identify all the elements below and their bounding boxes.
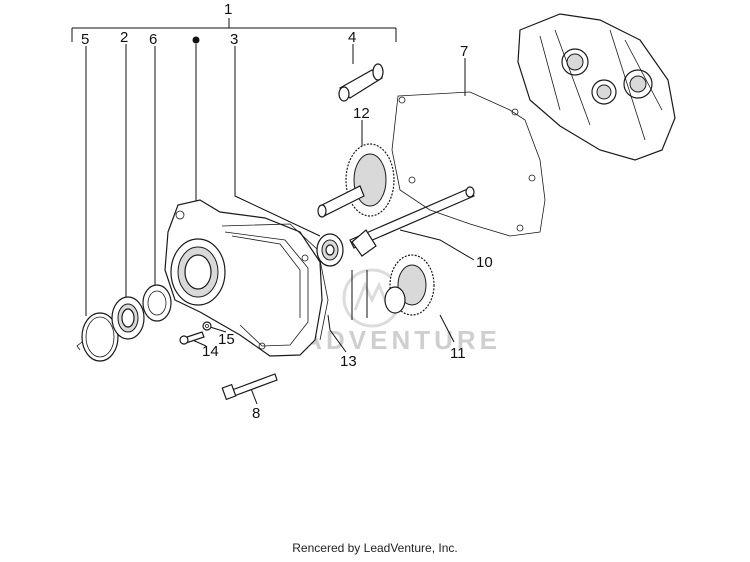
callout-3[interactable]: 3 — [230, 31, 238, 48]
callout-10[interactable]: 10 — [476, 254, 493, 271]
transmission-cover[interactable] — [164, 199, 323, 357]
callout-8[interactable]: 8 — [252, 405, 260, 422]
callout-13[interactable]: 13 — [340, 353, 357, 370]
pin-part-4[interactable] — [338, 63, 384, 102]
footer-credit: Rencered by LeadVenture, Inc. — [292, 541, 458, 555]
bolt-part-14[interactable] — [179, 331, 205, 345]
callout-2[interactable]: 2 — [120, 29, 128, 46]
bolt-part-8[interactable] — [221, 373, 278, 401]
bearing-part-3[interactable] — [316, 233, 344, 267]
callout-12[interactable]: 12 — [353, 105, 370, 122]
callout-6[interactable]: 6 — [149, 31, 157, 48]
callout-14[interactable]: 14 — [202, 343, 219, 360]
assembly-bracket — [71, 18, 397, 44]
callout-7[interactable]: 7 — [460, 43, 468, 60]
gear-part-12[interactable] — [317, 143, 395, 218]
washer-part-15[interactable] — [202, 321, 212, 331]
callout-5[interactable]: 5 — [81, 31, 89, 48]
gasket-part-7[interactable] — [391, 91, 546, 237]
seal-ring-part-6[interactable] — [142, 284, 172, 322]
callout-1[interactable]: 1 — [224, 1, 232, 18]
rear-housing[interactable] — [517, 13, 676, 161]
circlip-part-5[interactable] — [76, 312, 119, 362]
callout-labels: 1 2 3 4 5 6 7 8 10 11 12 13 14 15 — [81, 1, 493, 422]
callout-15[interactable]: 15 — [218, 331, 235, 348]
bearing-part-2[interactable] — [111, 296, 145, 340]
callout-4[interactable]: 4 — [348, 29, 356, 46]
gear-part-11[interactable] — [384, 254, 435, 316]
shaft-part-10[interactable] — [349, 186, 475, 257]
callout-11[interactable]: 11 — [450, 345, 466, 362]
